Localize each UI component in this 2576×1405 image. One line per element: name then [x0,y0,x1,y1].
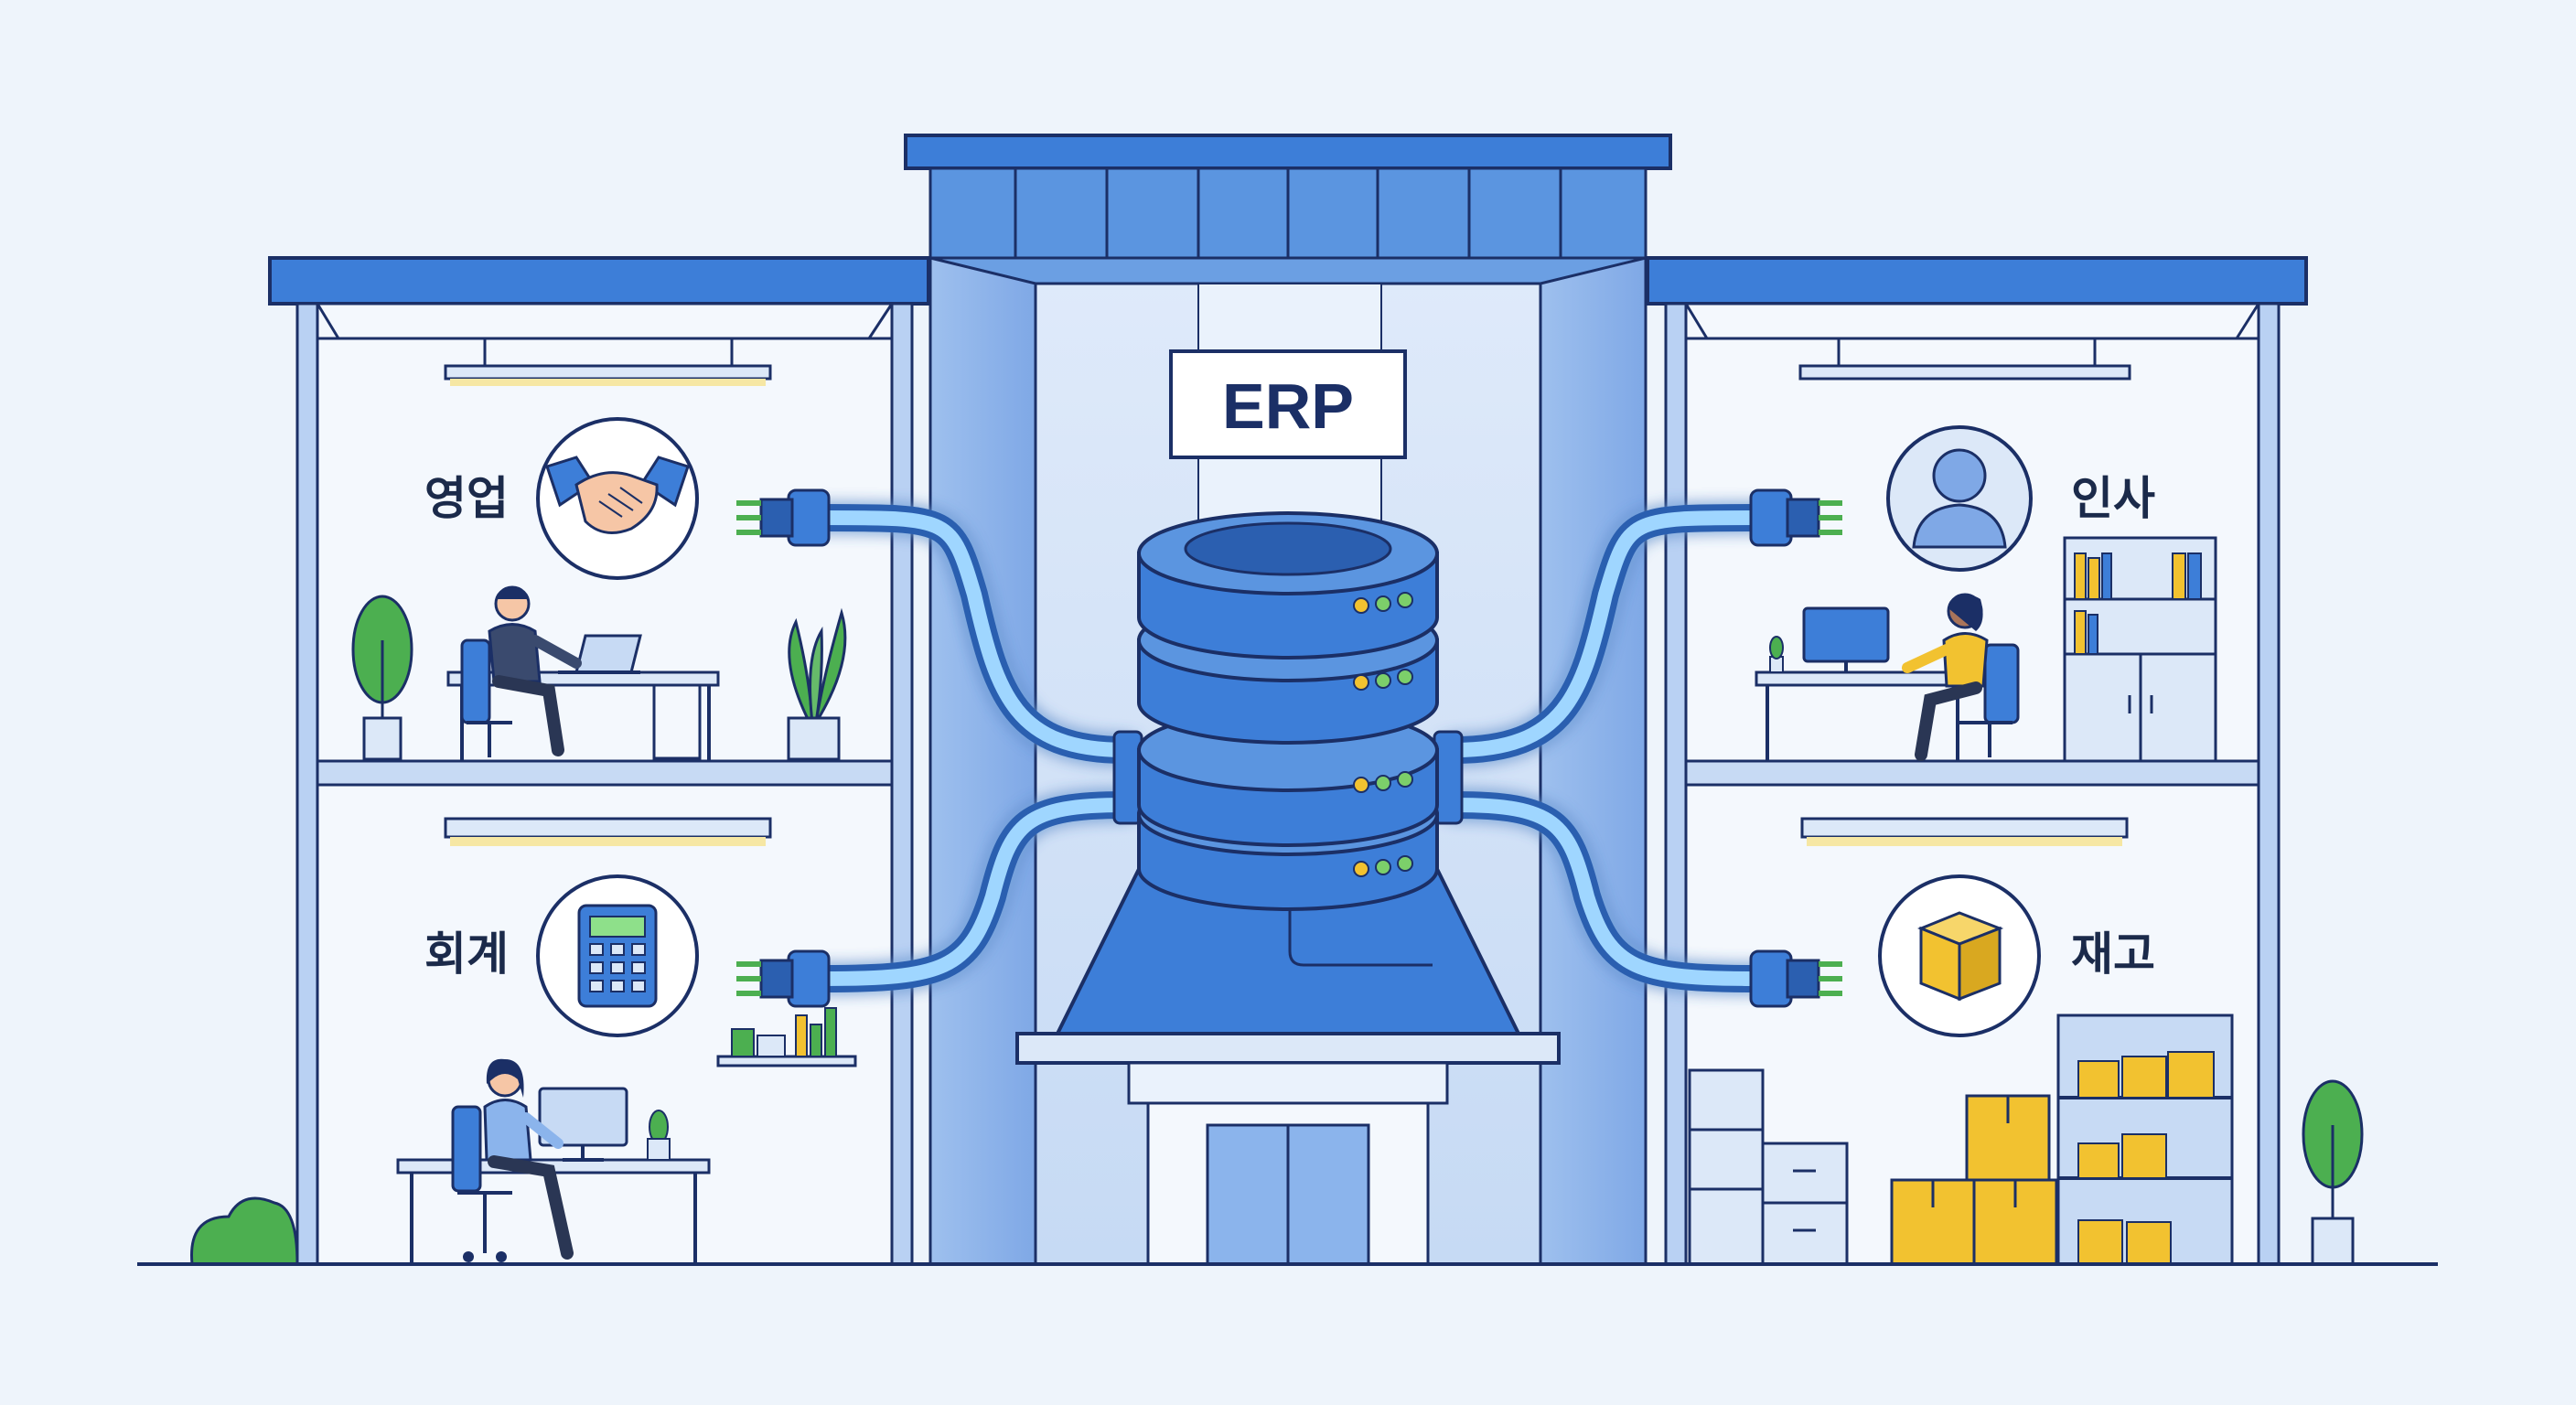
sales-worker [460,585,582,757]
desktop-monitor [1802,606,1890,672]
db-disk-1 [1137,511,1439,660]
small-plant [647,1110,671,1161]
handshake-icon [536,417,699,580]
storage-rack [2056,1014,2234,1266]
erp-sign: ERP [1169,349,1407,459]
box-icon [1878,874,2041,1037]
hr-connector [1749,488,1842,547]
laptop [558,634,642,674]
hr-label: 인사 [2071,472,2155,525]
inventory-connector [1749,949,1842,1008]
hr-office-scene [1755,536,2217,763]
filing-cabinets [1688,1068,1849,1266]
person-silhouette-icon [1886,425,2033,572]
db-status-lights [1353,592,1413,877]
accounting-worker [451,1058,574,1262]
sales-office-scene [351,585,847,761]
bookshelf [2063,536,2217,763]
bush [190,1196,299,1266]
potted-tree [351,595,413,761]
sales-label: 영업 [424,472,509,525]
data-cables [810,504,1770,992]
potted-tree [2302,1079,2364,1266]
sales-department: 영업 [424,417,699,580]
accounting-label: 회계 [424,928,509,981]
desktop-monitor [538,1087,628,1162]
erp-database [1015,511,1561,1266]
calculator-icon [536,874,699,1037]
cardboard-boxes [1890,1094,2058,1266]
accounting-connector [736,949,831,1008]
erp-sign-text: ERP [1222,370,1354,442]
inventory-scene [1688,1014,2364,1266]
hr-worker [1902,593,2020,761]
wall-shelf [716,1007,857,1067]
potted-plant [787,607,847,761]
hr-department: 인사 [1886,425,2155,572]
accounting-department: 회계 [424,874,699,1037]
inventory-department: 재고 [1878,874,2155,1037]
accounting-office-scene [396,1007,857,1264]
sales-connector [736,488,831,547]
inventory-label: 재고 [2071,928,2155,981]
